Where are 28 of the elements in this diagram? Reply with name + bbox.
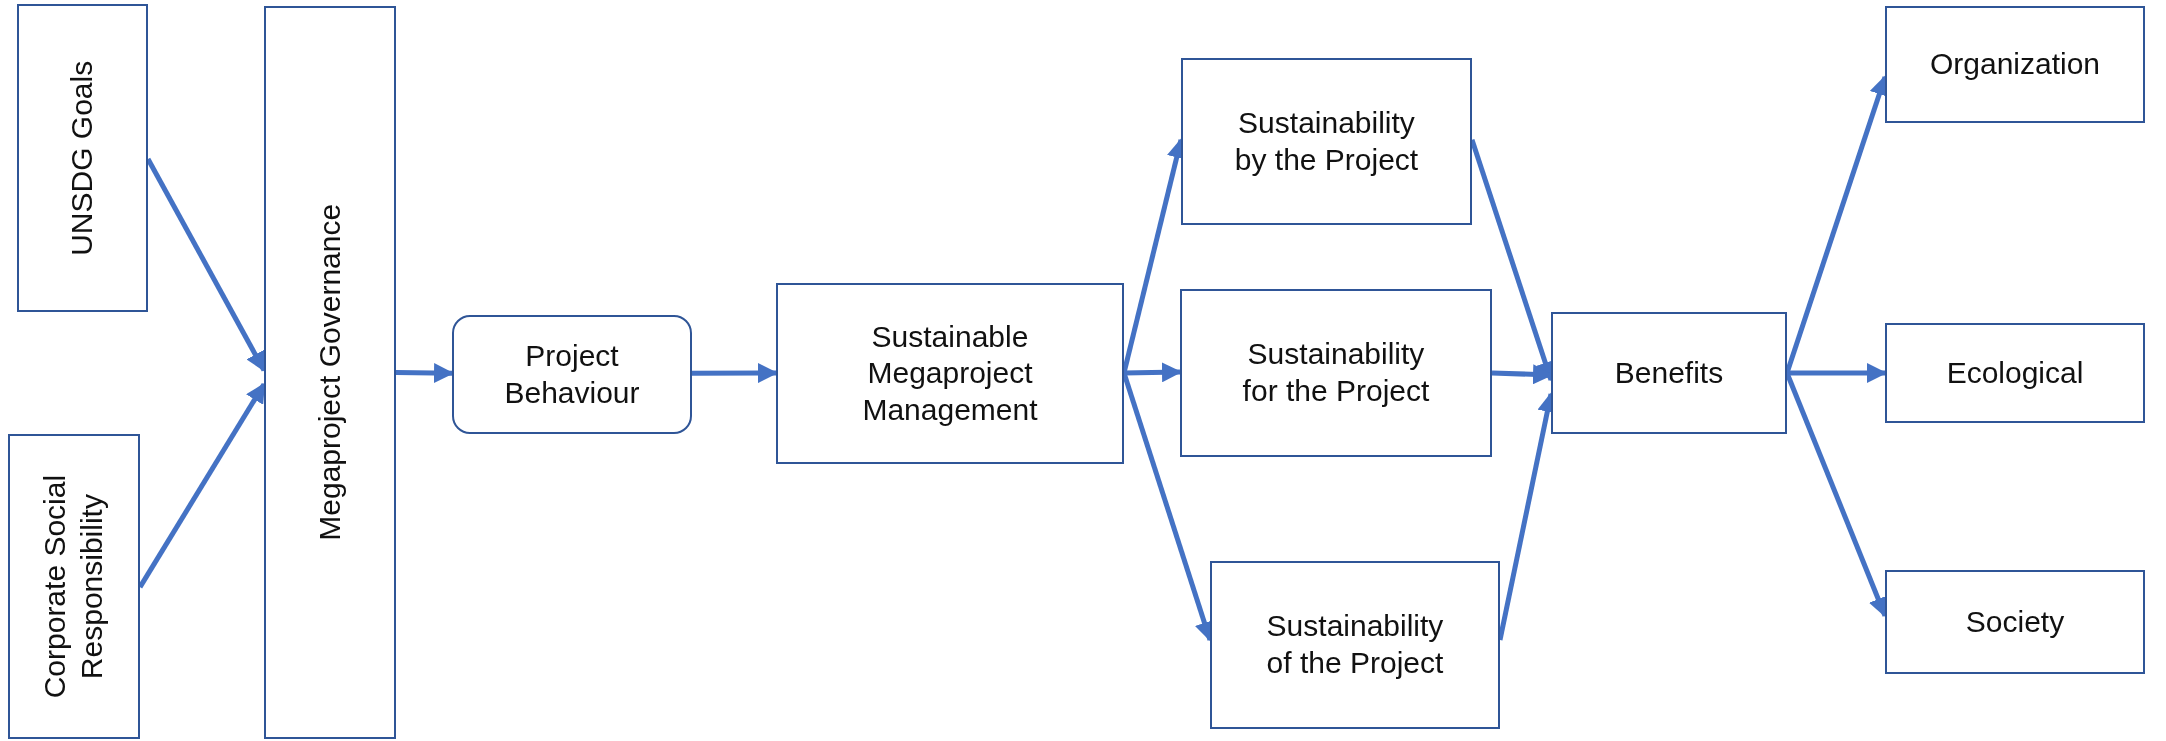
process-box (1885, 6, 2145, 123)
process-box (1180, 289, 1492, 457)
process-box (1885, 323, 2145, 423)
box-label: Organization (1929, 46, 2101, 83)
arrow (395, 363, 454, 384)
process-box (264, 6, 396, 739)
process-box (17, 4, 148, 312)
box-label: Project Behaviour (503, 337, 641, 411)
box-label: Society (1965, 603, 2065, 640)
process-box (8, 434, 140, 739)
rounded-box (452, 315, 692, 434)
box-label: Sustainability by the Project (1233, 104, 1420, 178)
arrow (1123, 362, 1182, 383)
arrow (692, 363, 778, 384)
box-label: Corporate Social Responsibility (37, 473, 109, 701)
box-label: Sustainable Megaproject Management (861, 318, 1039, 428)
process-box (1210, 561, 1500, 729)
arrow (1787, 363, 1887, 383)
box-label: UNSDG Goals (64, 60, 100, 256)
process-box (1885, 570, 2145, 674)
box-label: Benefits (1614, 354, 1724, 391)
box-label: Sustainability of the Project (1265, 608, 1445, 681)
process-box (776, 283, 1124, 464)
box-label: Megaproject Governance (311, 204, 347, 541)
box-label: Sustainability for the Project (1241, 336, 1431, 409)
process-box (1551, 312, 1787, 434)
process-box (1181, 58, 1472, 225)
box-label: Ecological (1946, 354, 2084, 391)
